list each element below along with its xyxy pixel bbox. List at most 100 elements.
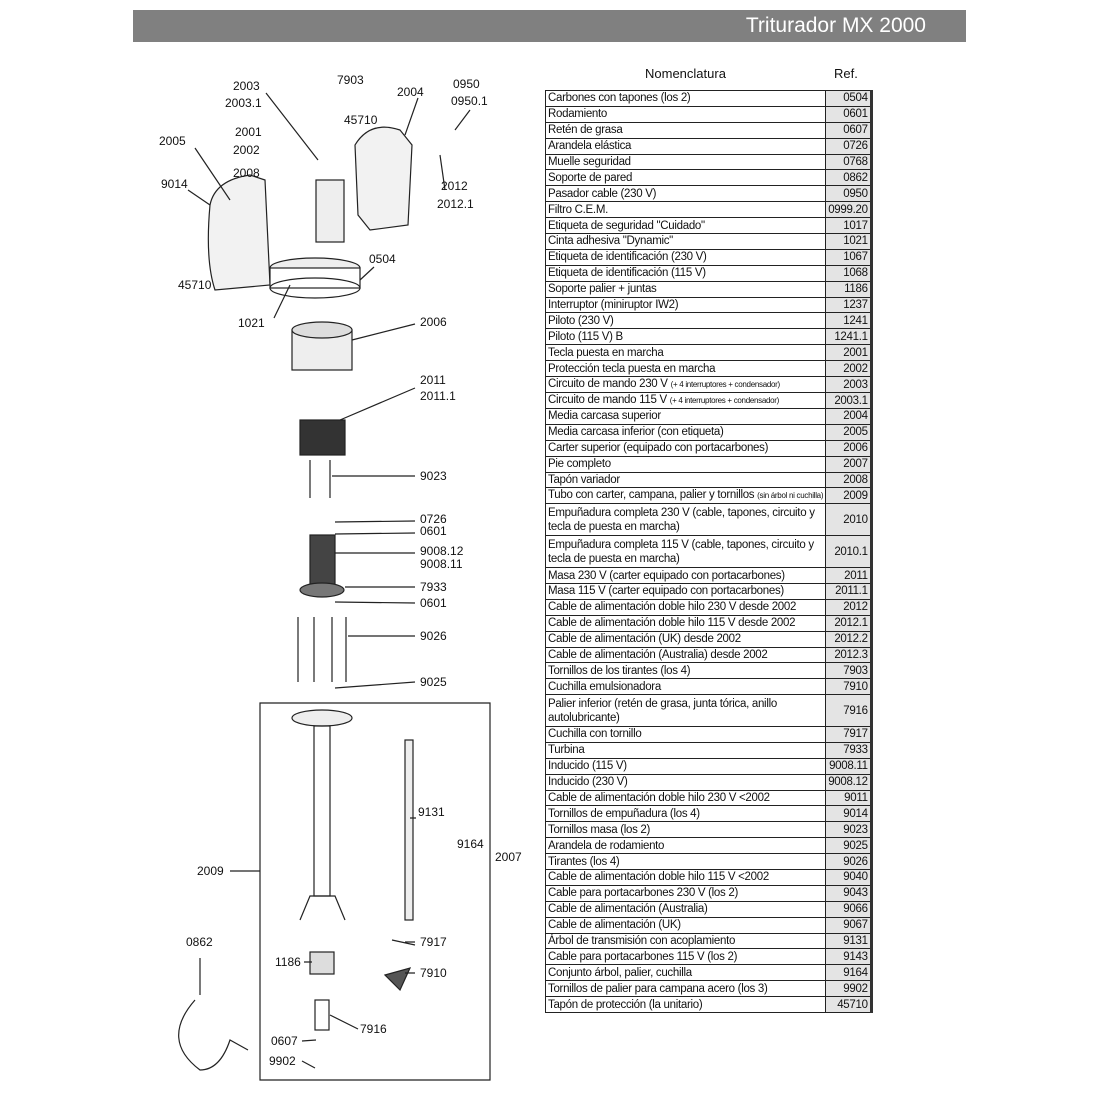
part-name-text: Pie completo (548, 458, 611, 471)
part-name: Tapón variador (544, 471, 827, 489)
table-row: Cable para portacarbones 230 V (los 2)90… (544, 884, 872, 902)
part-name: Inducido (115 V) (544, 757, 827, 775)
part-name: Piloto (230 V) (544, 312, 827, 330)
part-ref: 9043 (825, 884, 872, 902)
callout-label: 2005 (159, 134, 186, 148)
callout-label: 9025 (420, 675, 447, 689)
part-name: Pie completo (544, 455, 827, 473)
table-row: Pie completo 2007 (544, 455, 872, 473)
part-name: Masa 115 V (carter equipado con portacar… (544, 582, 827, 600)
table-row: Circuito de mando 115 V (+ 4 interruptor… (544, 392, 872, 410)
part-name: Soporte de pared (544, 169, 827, 187)
part-name-text: Empuñadura completa 230 V (cable, tapone… (548, 506, 815, 533)
part-name: Tornillos de empuñadura (los 4) (544, 805, 827, 823)
part-name: Cable de alimentación (UK) desde 2002 (544, 630, 827, 648)
part-name: Cable de alimentación (Australia) (544, 900, 827, 918)
part-ref: 7917 (825, 726, 872, 743)
table-row: Palier inferior (retén de grasa, junta t… (544, 694, 872, 727)
part-name-text: Media carcasa superior (548, 410, 661, 423)
part-ref: 2005 (825, 423, 872, 441)
wall-bracket-shape (178, 999, 249, 1071)
part-name: Media carcasa inferior (con etiqueta) (544, 423, 827, 441)
callout-label: 2011.1 (420, 389, 456, 403)
part-ref: 0862 (825, 169, 872, 187)
table-row: Tapón de protección (la unitario)45710 (544, 996, 872, 1014)
part-name: Cuchilla con tornillo (544, 726, 827, 743)
part-ref: 9040 (825, 869, 872, 886)
table-row: Inducido (115 V)9008.11 (544, 757, 872, 775)
part-ref: 45710 (825, 996, 872, 1014)
callout-label: 2001 (235, 125, 262, 139)
part-name-text: Conjunto árbol, palier, cuchilla (548, 966, 692, 979)
part-name-text: Cable de alimentación (Australia) (548, 903, 708, 916)
table-row: Circuito de mando 230 V (+ 4 interruptor… (544, 376, 872, 394)
table-row: Empuñadura completa 115 V (cable, tapone… (544, 535, 872, 569)
column-header-nomenclatura: Nomenclatura (645, 66, 726, 81)
part-ref: 0601 (825, 105, 872, 123)
part-name-text: Cuchilla con tornillo (548, 728, 642, 741)
part-name-text: Tapón variador (548, 474, 620, 487)
part-ref: 9008.11 (825, 757, 872, 775)
callout-label: 0607 (271, 1034, 298, 1048)
part-name: Cuchilla emulsionadora (544, 678, 827, 696)
callout-label: 0601 (420, 524, 447, 538)
part-name-text: Carter superior (equipado con portacarbo… (548, 442, 769, 455)
part-name: Arandela de rodamiento (544, 837, 827, 855)
table-row: Masa 230 V (carter equipado con portacar… (544, 567, 872, 584)
part-name: Tornillos de palier para campana acero (… (544, 980, 827, 998)
part-ref: 2006 (825, 439, 872, 457)
callout-label: 2007 (495, 850, 522, 864)
part-ref: 1017 (825, 217, 872, 235)
callout-label: 0950 (453, 77, 480, 91)
table-row: Cable de alimentación doble hilo 230 V d… (544, 598, 872, 616)
part-name-text: Tornillos de los tirantes (los 4) (548, 664, 691, 677)
part-name-text: Tecla puesta en marcha (548, 346, 664, 359)
part-ref: 2009 (825, 487, 872, 505)
bell-shape (291, 709, 353, 727)
part-name: Arandela elástica (544, 137, 827, 155)
table-row: Carter superior (equipado con portacarbo… (544, 439, 872, 457)
callout-label: 2004 (397, 85, 424, 99)
part-name-text: Empuñadura completa 115 V (cable, tapone… (548, 538, 814, 565)
part-ref: 2001 (825, 344, 872, 362)
table-row: Tornillos de empuñadura (los 4)9014 (544, 805, 872, 823)
table-row: Cable de alimentación (Australia)9066 (544, 900, 872, 918)
callout-label: 9008.11 (420, 557, 463, 571)
part-name-text: Cable de alimentación (UK) desde 2002 (548, 633, 741, 646)
upper-housing-shape (354, 126, 413, 231)
table-row: Carbones con tapones (los 2)0504 (544, 90, 872, 107)
table-row: Cable para portacarbones 115 V (los 2)91… (544, 948, 872, 966)
part-name-text: Cable de alimentación (UK) (548, 919, 681, 932)
part-name-text: Soporte de pared (548, 171, 633, 184)
table-row: Cuchilla con tornillo 7917 (544, 726, 872, 743)
part-name-text: Circuito de mando 230 V (548, 378, 668, 391)
part-name: Filtro C.E.M. (544, 201, 827, 219)
part-name-text: Filtro C.E.M. (548, 203, 608, 216)
part-ref: 2007 (825, 455, 872, 473)
part-ref: 2003.1 (825, 392, 872, 410)
exploded-parts-diagram (178, 92, 491, 1081)
part-name-text: Tubo con carter, campana, palier y torni… (548, 489, 755, 502)
part-name-text: Cable de alimentación (Australia) desde … (548, 648, 768, 661)
callout-label: 1186 (275, 955, 301, 969)
part-name-text: Masa 230 V (carter equipado con portacar… (548, 569, 785, 582)
callout-label: 9014 (161, 177, 188, 191)
part-ref: 7933 (825, 741, 872, 759)
callout-label: 0504 (369, 252, 396, 266)
part-ref: 9023 (825, 821, 872, 839)
part-ref: 2004 (825, 408, 872, 425)
table-row: Tirantes (los 4)9026 (544, 853, 872, 871)
callout-label: 2008 (233, 166, 260, 180)
part-name-text: Cuchilla emulsionadora (548, 680, 661, 693)
part-name: Cable de alimentación (Australia) desde … (544, 646, 827, 664)
part-name: Tapón de protección (la unitario) (544, 996, 827, 1014)
part-ref: 2012.3 (825, 646, 872, 664)
table-row: Piloto (230 V)1241 (544, 312, 872, 330)
part-name: Árbol de transmisión con acoplamiento (544, 932, 827, 950)
